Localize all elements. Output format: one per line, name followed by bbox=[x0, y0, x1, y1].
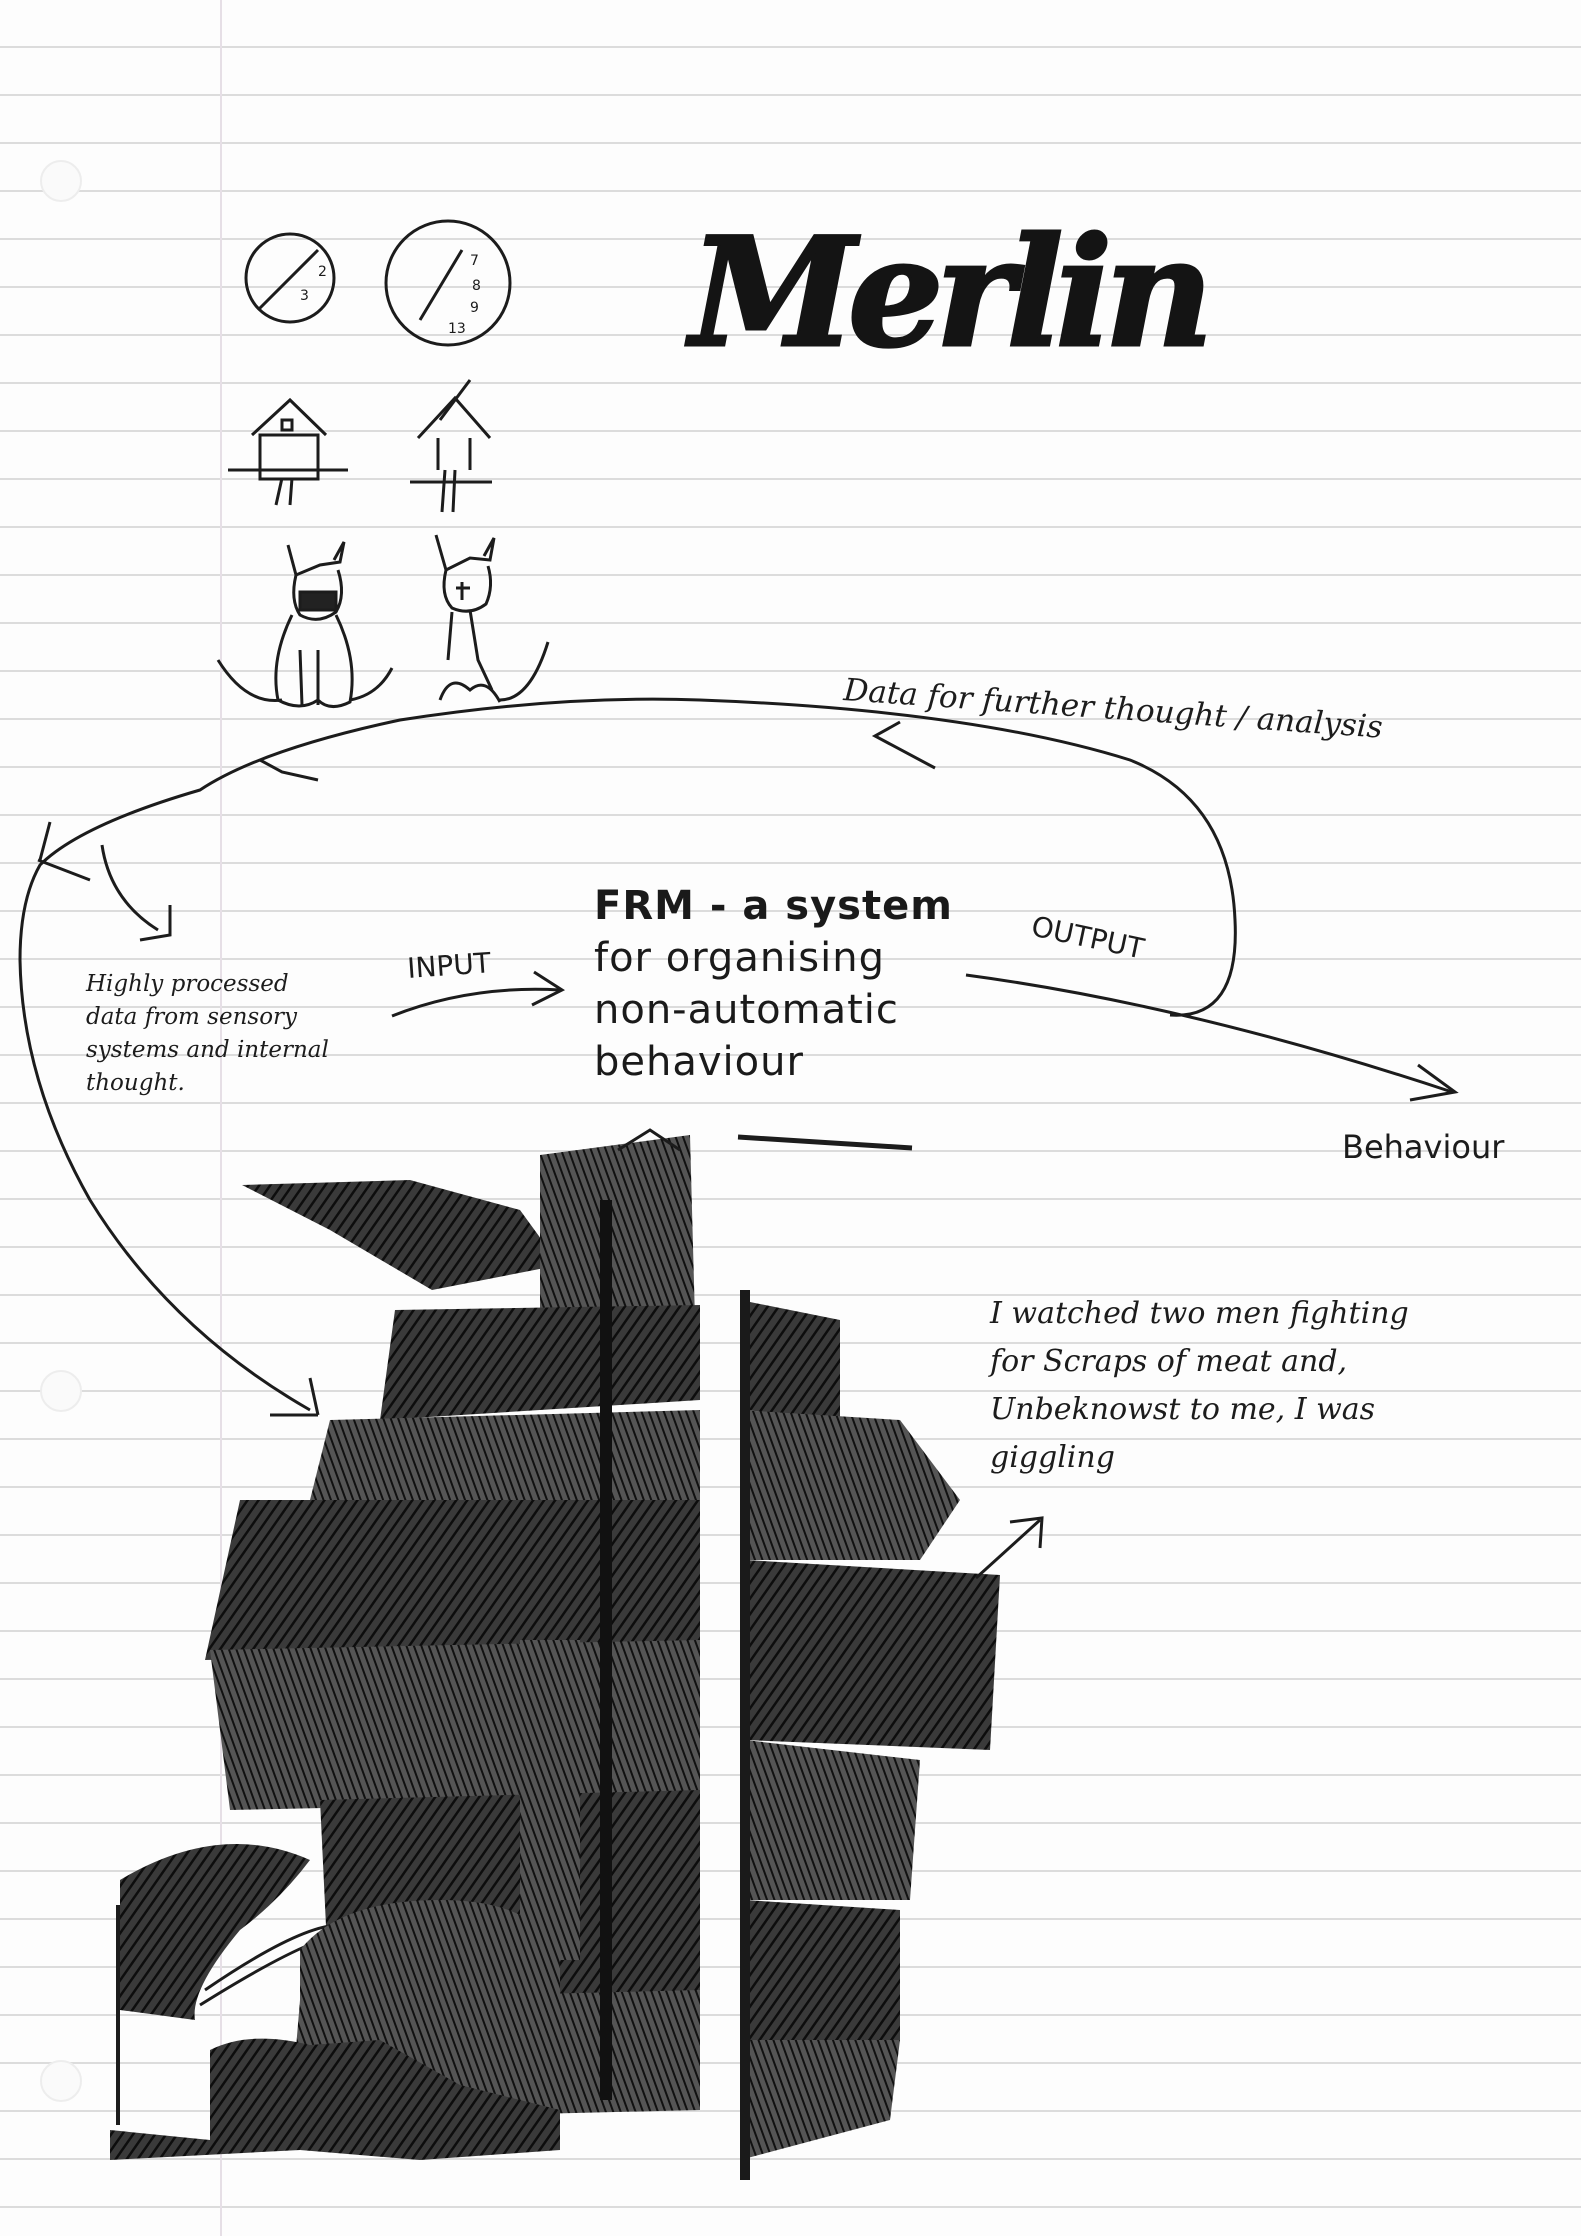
margin-line bbox=[220, 0, 222, 2236]
frm-description: FRM - a system for organising non-automa… bbox=[594, 880, 953, 1088]
city-sketch bbox=[110, 1128, 1000, 2180]
house-icon bbox=[410, 379, 492, 513]
input-description-line: thought. bbox=[86, 1070, 185, 1096]
clock-icon: 2 3 bbox=[244, 232, 336, 324]
behaviour-label: Behaviour bbox=[1342, 1128, 1505, 1166]
handwritten-note: I watched two men fighting for Scraps of… bbox=[990, 1290, 1409, 1482]
output-label: OUTPUT bbox=[1029, 910, 1148, 966]
house-icon bbox=[228, 397, 348, 506]
frm-line: for organising bbox=[594, 935, 885, 981]
svg-text:8: 8 bbox=[472, 278, 481, 294]
input-arrow bbox=[391, 970, 566, 1018]
input-description-line: systems and internal bbox=[86, 1037, 329, 1063]
punch-hole bbox=[40, 2060, 82, 2102]
note-line: Unbeknowst to me, I was bbox=[990, 1392, 1376, 1427]
svg-text:3: 3 bbox=[300, 288, 309, 304]
svg-text:13: 13 bbox=[448, 321, 466, 337]
svg-text:7: 7 bbox=[470, 253, 479, 269]
input-description: Highly processed data from sensory syste… bbox=[86, 968, 329, 1100]
clock-icon: 7 8 9 13 bbox=[384, 219, 512, 347]
feedback-arrow bbox=[18, 697, 1237, 1417]
note-arrow bbox=[974, 1516, 1044, 1580]
input-description-line: data from sensory bbox=[86, 1004, 298, 1030]
svg-text:9: 9 bbox=[470, 300, 479, 316]
frm-line: non-automatic bbox=[594, 987, 899, 1033]
cat-icon bbox=[216, 541, 394, 708]
frm-title: FRM - a system bbox=[594, 883, 953, 929]
output-arrow bbox=[965, 973, 1459, 1102]
cat-icon bbox=[434, 534, 550, 703]
input-label: INPUT bbox=[406, 946, 493, 985]
title: Merlin bbox=[685, 205, 1206, 381]
note-line: for Scraps of meat and, bbox=[990, 1344, 1348, 1379]
punch-hole bbox=[40, 1370, 82, 1412]
svg-text:2: 2 bbox=[318, 264, 327, 280]
punch-hole bbox=[40, 160, 82, 202]
feedback-label: Data for further thought / analysis bbox=[841, 672, 1383, 746]
note-line: giggling bbox=[990, 1440, 1115, 1475]
frm-line: behaviour bbox=[594, 1039, 804, 1085]
note-line: I watched two men fighting bbox=[990, 1296, 1409, 1331]
input-description-line: Highly processed bbox=[86, 971, 289, 997]
dash-mark bbox=[737, 1134, 913, 1151]
